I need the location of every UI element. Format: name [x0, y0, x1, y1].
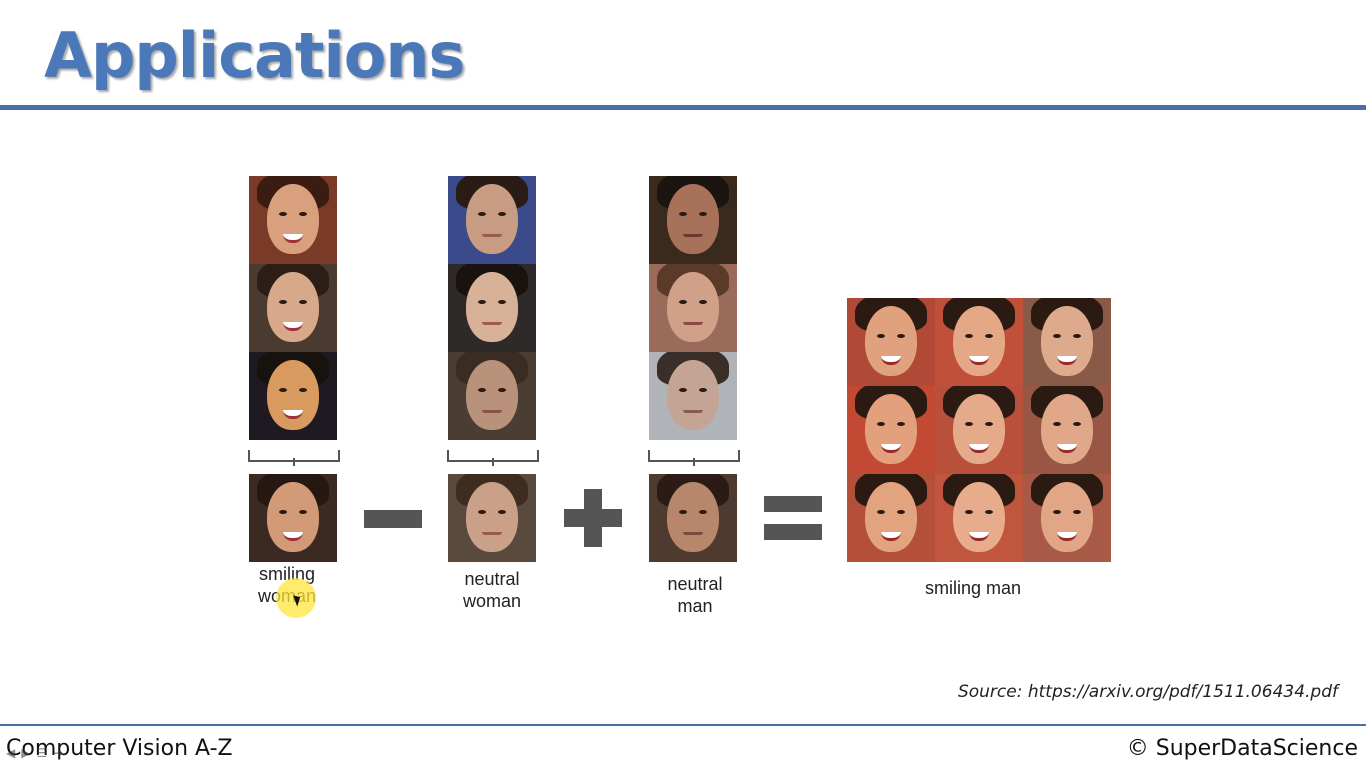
face-image: [1023, 298, 1111, 386]
next-icon[interactable]: ▶: [21, 746, 31, 760]
face-image: [847, 386, 935, 474]
smiling-man-label: smiling man: [924, 578, 1022, 598]
footer-divider: [0, 724, 1366, 726]
smiling-man-result-grid: [847, 298, 1111, 562]
plus-operator-vertical: [584, 489, 602, 547]
face-image: [649, 352, 737, 440]
face-image: [448, 264, 536, 352]
face-image: [935, 298, 1023, 386]
copyright: © SuperDataScience: [1126, 736, 1358, 761]
neutral-woman-label: neutral woman: [462, 569, 522, 611]
face-image: [1023, 474, 1111, 562]
face-image: [935, 474, 1023, 562]
face-image: [249, 352, 337, 440]
menu-icon[interactable]: ☰: [36, 746, 48, 760]
minus-operator: [364, 510, 422, 528]
face-image: [249, 264, 337, 352]
face-image: [649, 264, 737, 352]
slide-navigation: ◀ ▶ ☰ ➔: [6, 746, 63, 760]
face-image: [448, 176, 536, 264]
forward-icon[interactable]: ➔: [53, 746, 64, 760]
group-bracket: [447, 450, 539, 466]
course-name: Computer Vision A-Z: [6, 736, 233, 761]
average-face-image: [448, 474, 536, 562]
average-face-image: [249, 474, 337, 562]
title-divider: [0, 105, 1366, 110]
neutral-man-label: neutral man: [667, 574, 723, 616]
prev-icon[interactable]: ◀: [6, 746, 16, 760]
face-image: [249, 176, 337, 264]
group-bracket: [248, 450, 340, 466]
slide-title: Applications: [44, 19, 465, 92]
source-citation: Source: https://arxiv.org/pdf/1511.06434…: [957, 682, 1338, 702]
face-image: [935, 386, 1023, 474]
equals-operator-top: [764, 496, 822, 512]
face-image: [649, 176, 737, 264]
cursor-highlight: [276, 578, 316, 618]
face-image: [847, 474, 935, 562]
face-image: [847, 298, 935, 386]
face-image: [1023, 386, 1111, 474]
face-image: [448, 352, 536, 440]
group-bracket: [648, 450, 740, 466]
equals-operator-bottom: [764, 524, 822, 540]
average-face-image: [649, 474, 737, 562]
